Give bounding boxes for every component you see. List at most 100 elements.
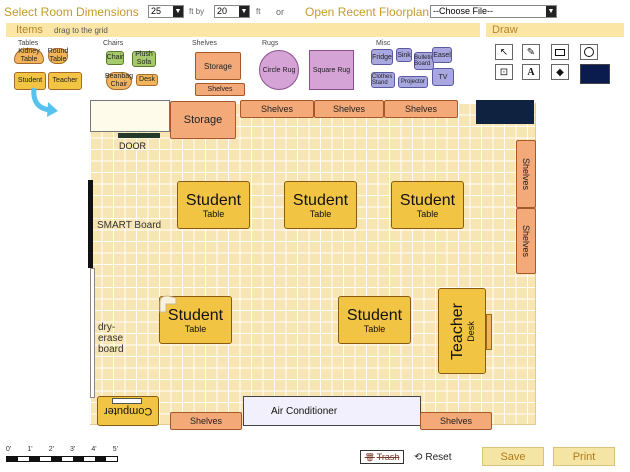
rect-shape [555, 48, 565, 56]
item-label: Circle Rug [262, 66, 296, 74]
floor-grid[interactable] [90, 103, 536, 425]
tables-label: Tables [18, 40, 39, 47]
smart-board-bar [88, 180, 93, 268]
table-sub: Table [202, 208, 225, 219]
chair-placed-icon[interactable] [156, 292, 182, 318]
shelves-placed[interactable]: Shelves [170, 412, 242, 430]
table-title: Student [346, 306, 403, 324]
air-conditioner[interactable]: Air Conditioner [243, 396, 421, 426]
item-label: Square Rug [312, 66, 351, 74]
dry-erase-label: dry-erase board [98, 322, 124, 355]
projector-item[interactable]: Projector [398, 76, 428, 88]
rectangle-icon[interactable] [551, 44, 569, 60]
reset-icon: ⟲ [414, 451, 423, 463]
teacher-desk-text: Teacher Desk [449, 303, 476, 360]
rugs-label: Rugs [262, 40, 279, 47]
scale-tick: 1' [27, 446, 33, 453]
choose-file-value: --Choose File-- [433, 6, 494, 16]
resize-icon[interactable]: ⊡ [495, 64, 513, 80]
desk-item[interactable]: Desk [136, 74, 158, 86]
easel-item[interactable]: Easel [432, 47, 452, 63]
item-label: Plush Sofa [135, 51, 153, 66]
scale-ticks: 0' 1' 2' 3' 4' 5' [6, 446, 118, 453]
chair-item[interactable]: Chair [106, 51, 124, 65]
item-label: Clothes Stand [372, 74, 393, 86]
text-icon[interactable]: A [522, 64, 540, 80]
shelves-placed[interactable]: Shelves [384, 100, 458, 118]
scale-bar: 0' 1' 2' 3' 4' 5' [6, 446, 118, 466]
placed-label: Storage [183, 114, 223, 126]
fill-icon[interactable]: ◆ [551, 64, 569, 80]
top-bar: Select Room Dimensions 25 ▼ ft by 20 ▼ f… [0, 0, 630, 22]
placed-label: Shelves [189, 416, 223, 426]
choose-file-select[interactable]: --Choose File-- ▼ [430, 5, 557, 18]
ft-by-label: ft by [189, 7, 205, 16]
items-header: Items drag to the grid [6, 23, 480, 37]
table-title: Student [399, 191, 456, 209]
computer-desk[interactable]: Computer [97, 396, 159, 426]
dark-object[interactable] [476, 100, 534, 124]
door-swing-area [90, 100, 170, 132]
item-label: Teacher [52, 77, 78, 84]
door-bar [118, 133, 160, 138]
room-height-select[interactable]: 20 ▼ [214, 5, 250, 18]
kidney-table-item[interactable]: Kidney Table [14, 48, 44, 64]
open-recent-label: Open Recent Floorplan [305, 5, 430, 19]
shelves-placed[interactable]: Shelves [314, 100, 384, 118]
save-button[interactable]: Save [482, 447, 544, 466]
shelves-placed-vertical[interactable]: Shelves [516, 140, 536, 208]
pointer-icon[interactable]: ↖ [495, 44, 513, 60]
storage-placed[interactable]: Storage [170, 101, 236, 139]
storage-item[interactable]: Storage [195, 52, 241, 80]
fridge-item[interactable]: Fridge [371, 49, 393, 65]
shelves-placed[interactable]: Shelves [240, 100, 314, 118]
placed-label: Shelves [260, 104, 294, 114]
item-label: TV [438, 73, 448, 81]
table-sub: Table [184, 323, 207, 334]
shelves-placed-vertical[interactable]: Shelves [516, 208, 536, 274]
teacher-desk-item[interactable]: Teacher [48, 72, 82, 90]
bulletin-board-item[interactable]: Bulletin Board [414, 52, 434, 70]
items-title: Items [16, 24, 43, 36]
room-width-select[interactable]: 25 ▼ [148, 5, 184, 18]
placed-label: Shelves [521, 157, 531, 191]
ac-label: Air Conditioner [271, 405, 338, 417]
trash-button[interactable]: 🗑Trash [360, 450, 404, 464]
or-label: or [276, 7, 285, 17]
room-height-value: 20 [217, 6, 228, 16]
item-label: Desk [139, 76, 155, 83]
item-label: Storage [203, 61, 233, 71]
round-table-item[interactable]: Round Table [48, 48, 68, 64]
teacher-desk[interactable]: Teacher Desk [438, 288, 486, 374]
print-label: Print [572, 450, 596, 463]
square-rug-item[interactable]: Square Rug [309, 50, 354, 90]
clothes-stand-item[interactable]: Clothes Stand [371, 72, 395, 88]
circle-rug-item[interactable]: Circle Rug [259, 50, 299, 90]
print-button[interactable]: Print [553, 447, 615, 466]
room-width-value: 25 [151, 6, 162, 16]
item-label: Fridge [372, 53, 392, 61]
beanbag-chair-item[interactable]: Beanbag Chair [105, 72, 133, 90]
reset-button[interactable]: ⟲Reset [414, 450, 464, 464]
sink-item[interactable]: Sink [396, 48, 412, 62]
shelves-item[interactable]: Shelves [195, 83, 245, 96]
plush-sofa-item[interactable]: Plush Sofa [132, 51, 156, 67]
shelves-placed[interactable]: Shelves [420, 412, 492, 430]
item-label: Projector [400, 79, 425, 85]
color-swatch[interactable] [580, 64, 610, 84]
circle-icon[interactable] [580, 44, 598, 60]
scale-tick: 0' [6, 446, 12, 453]
trash-label: Trash [376, 452, 400, 462]
pen-icon[interactable]: ✎ [522, 44, 540, 60]
chevron-down-icon: ▼ [173, 6, 183, 17]
student-table-item[interactable]: Student [14, 72, 46, 90]
tv-item[interactable]: TV [432, 68, 454, 86]
desk-chair[interactable] [486, 314, 492, 350]
smart-board-label: SMART Board [97, 220, 162, 231]
table-sub: Table [363, 323, 386, 334]
